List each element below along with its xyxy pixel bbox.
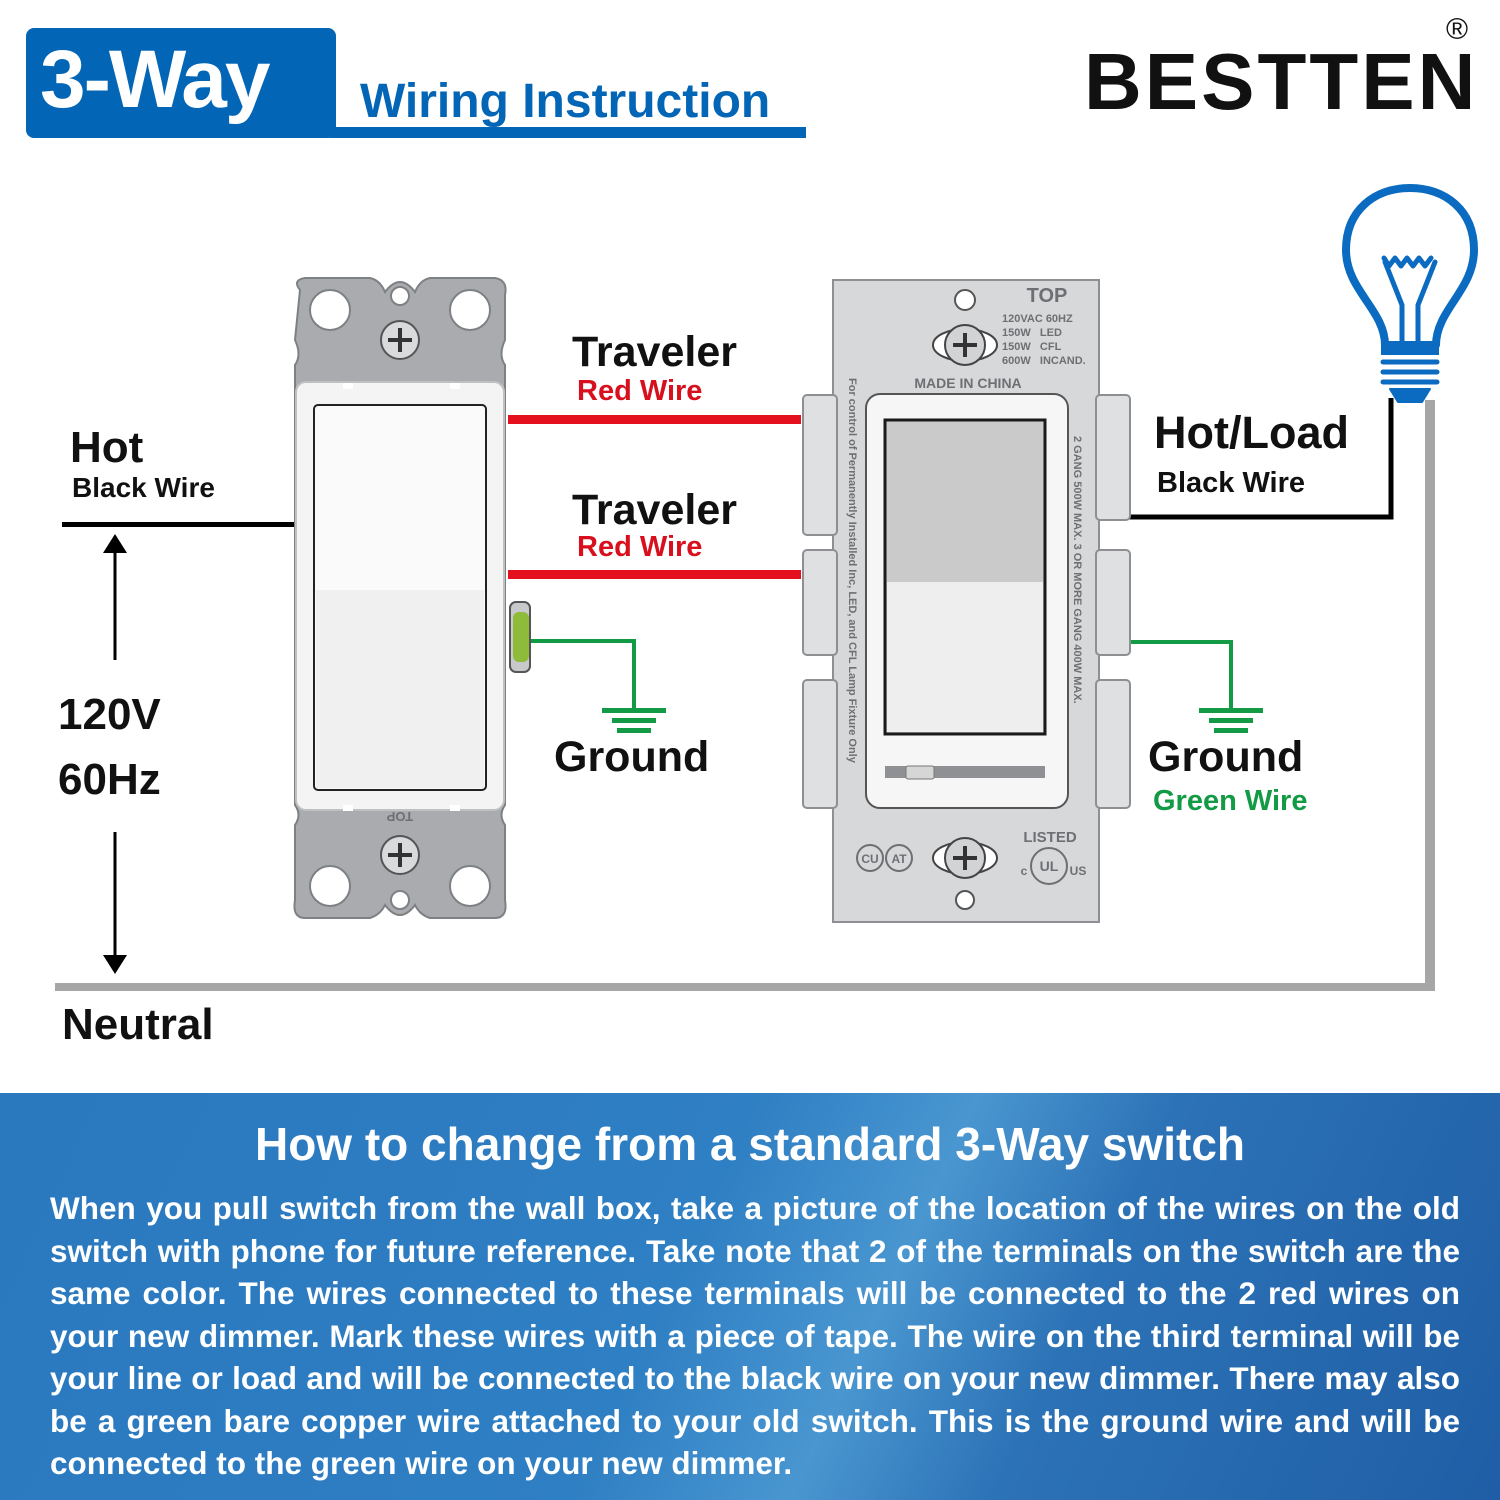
- ul-mark: UL: [1040, 858, 1059, 874]
- ul-listed-icon: [1030, 847, 1068, 885]
- screw-icon: [380, 320, 420, 360]
- neutral-wire: [55, 400, 1435, 991]
- hot-label: Hot: [70, 423, 144, 472]
- cert-mark-cu: CU: [861, 852, 878, 866]
- dimmer-ground-label: Ground: [1148, 733, 1304, 781]
- wiring-diagram: TOP TOP 120VAC 60HZ 150W LED 150W CFL 60…: [55, 184, 1478, 991]
- rating-line: 150W LED: [1002, 327, 1062, 339]
- hot-wire-color: Black Wire: [72, 472, 215, 503]
- title-badge-text: 3-Way: [40, 34, 270, 125]
- traveler-color-1: Red Wire: [577, 375, 703, 407]
- made-in-label: MADE IN CHINA: [914, 375, 1021, 391]
- instructions-title: How to change from a standard 3-Way swit…: [254, 1118, 1245, 1170]
- voltage-arrow-up-icon: [103, 534, 127, 660]
- registered-mark: ®: [1446, 13, 1469, 46]
- traveler-label-2: Traveler: [572, 486, 737, 534]
- switch-top-mark: TOP: [386, 809, 413, 824]
- page-subtitle: Wiring Instruction: [360, 75, 771, 128]
- ground-symbol-icon: [602, 708, 666, 733]
- brand-logo: BESTTEN: [1084, 37, 1479, 126]
- instructions-banner: [0, 1093, 1500, 1500]
- light-bulb-icon: [1342, 184, 1478, 403]
- three-way-switch: [293, 277, 507, 919]
- ground-screw-icon: [509, 601, 531, 673]
- cert-mark-at: AT: [891, 852, 907, 866]
- rating-line: 120VAC 60HZ: [1002, 313, 1073, 325]
- voltage-arrow-down-icon: [103, 832, 127, 974]
- title-badge: [26, 28, 336, 138]
- switch-ground-wire: [530, 639, 636, 710]
- cert-mark-icon: [856, 844, 913, 872]
- rating-line: 600W INCAND.: [1002, 355, 1086, 367]
- dimmer-side-text-right: 2 GANG 500W MAX. 3 OR MORE GANG 400W MAX…: [1071, 436, 1083, 704]
- traveler-label-1: Traveler: [572, 328, 737, 376]
- rating-line: 150W CFL: [1002, 341, 1062, 353]
- ground-symbol-icon: [1199, 708, 1263, 733]
- switch-ground-label: Ground: [554, 733, 710, 781]
- dimmer-ground-wire: [1130, 640, 1233, 710]
- ul-c: c: [1021, 864, 1028, 878]
- dimmer-side-text-left: For control of Permanently Installed Inc…: [846, 378, 858, 764]
- load-label: Hot/Load: [1154, 407, 1349, 458]
- screw-icon: [932, 837, 998, 879]
- traveler-wire-2: [508, 570, 801, 579]
- screw-icon: [932, 324, 998, 366]
- load-wire-color: Black Wire: [1157, 467, 1306, 499]
- traveler-color-2: Red Wire: [577, 531, 703, 563]
- neutral-label: Neutral: [62, 1000, 214, 1049]
- traveler-wire-1: [508, 415, 801, 424]
- voltage-label: 120V: [58, 690, 161, 739]
- title-underline: [330, 127, 806, 138]
- dimmer-ground-color: Green Wire: [1153, 785, 1308, 817]
- frequency-label: 60Hz: [58, 755, 161, 804]
- dimmer-switch: [802, 279, 1131, 923]
- dimmer-top-mark: TOP: [1027, 285, 1068, 307]
- instructions-body: When you pull switch from the wall box, …: [50, 1190, 1460, 1481]
- screw-icon: [380, 835, 420, 875]
- ul-us: US: [1070, 864, 1087, 878]
- load-wire: [1128, 398, 1394, 520]
- hot-wire: [62, 522, 294, 527]
- listed-label: LISTED: [1023, 829, 1077, 846]
